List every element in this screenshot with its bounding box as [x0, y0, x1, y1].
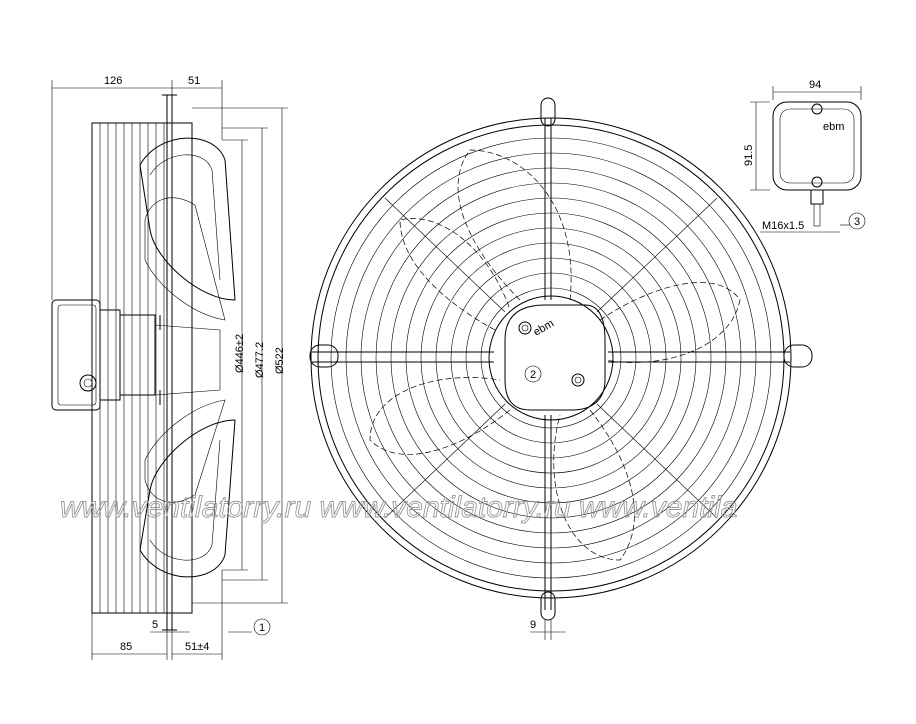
dim-m16: M16x1.5: [762, 220, 804, 232]
side-motor: [51, 299, 156, 411]
watermark-text: www.ventilatorry.ru www.ventilatorry.ru …: [60, 491, 737, 524]
front-guard-struts: [309, 97, 813, 621]
dim-51-top: 51: [188, 75, 200, 87]
side-impeller-blades: [139, 137, 236, 578]
dim-126: 126: [104, 75, 122, 87]
front-bottom-dimension: 9: [530, 619, 566, 640]
dim-51-bottom: 51±4: [185, 641, 209, 653]
brand-logo-front: ebm: [532, 318, 557, 339]
callout-2-label: 2: [530, 369, 536, 381]
front-view: ebm 2 9: [309, 97, 813, 640]
side-bottom-dimensions: 85 5 51±4 1: [91, 570, 271, 660]
callout-1-circle: [253, 618, 271, 636]
terminal-box-detail: ebm 94 91.5 M16x1.5 3: [743, 79, 866, 233]
front-hub: ebm 2: [488, 295, 614, 421]
dim-94: 94: [809, 79, 821, 91]
dim-446: Ø446±2: [234, 334, 246, 373]
dim-85: 85: [120, 641, 132, 653]
side-mounting-bracket: [162, 94, 177, 631]
dim-9: 9: [530, 619, 536, 631]
front-impeller-blades: [369, 149, 741, 561]
dim-91-5: 91.5: [743, 145, 755, 166]
callout-1-label: 1: [259, 622, 265, 634]
dim-522: Ø522: [274, 347, 286, 374]
brand-logo-box: ebm: [823, 121, 844, 133]
dim-477: Ø477.2: [254, 342, 266, 378]
callout-3-circle: [848, 212, 866, 230]
dim-5: 5: [152, 619, 158, 631]
callout-2-circle: [524, 365, 542, 383]
side-top-dimensions: 126 51: [51, 75, 223, 300]
callout-3-label: 3: [854, 216, 860, 228]
side-view: 126 51 Ø446±2 Ø477.2 Ø522: [51, 75, 288, 660]
side-diameter-dimensions: Ø446±2 Ø477.2 Ø522: [192, 107, 288, 604]
